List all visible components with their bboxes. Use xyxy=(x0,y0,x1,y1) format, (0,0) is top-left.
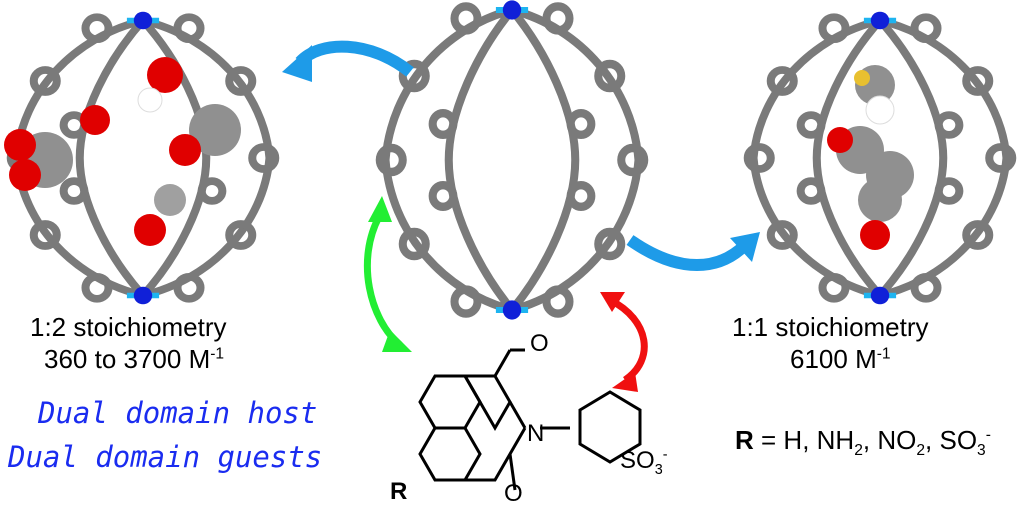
tagline-guests: Dual domain guests xyxy=(8,440,323,474)
arrow-blue-right xyxy=(626,235,750,271)
chemical-structure xyxy=(418,348,642,491)
right-stoichiometry: 1:1 stoichiometry xyxy=(732,312,929,342)
arrow-green xyxy=(363,213,403,348)
r-group-list: R = H, NH2, NO2, SO3- xyxy=(735,425,991,460)
sulfonate-label: SO3- xyxy=(620,447,668,478)
arrow-blue-left xyxy=(295,40,414,77)
right-binding-constant: 6100 M-1 xyxy=(790,344,891,374)
guest-spheres-left xyxy=(4,57,241,246)
left-binding-constant: 360 to 3700 M-1 xyxy=(44,344,225,374)
atom-r: R xyxy=(390,478,408,505)
left-stoichiometry: 1:2 stoichiometry xyxy=(30,312,227,342)
arrow-red xyxy=(608,296,648,383)
guest-spheres-right xyxy=(827,65,914,250)
tagline-host: Dual domain host xyxy=(38,396,318,430)
host-cage-center xyxy=(380,0,645,319)
atom-o-bottom: O xyxy=(504,480,523,507)
atom-o-top: O xyxy=(530,330,549,357)
atom-n: N xyxy=(527,420,545,447)
